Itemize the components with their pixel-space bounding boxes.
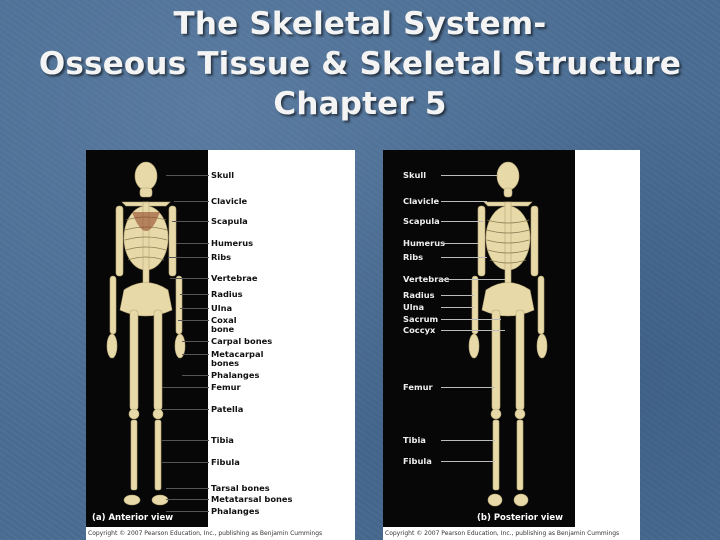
posterior-leader-line: [441, 387, 495, 388]
anterior-leader-line: [168, 257, 209, 258]
anterior-leader-line: [166, 511, 209, 512]
posterior-label-femur: Femur: [403, 383, 433, 392]
posterior-label-ulna: Ulna: [403, 303, 424, 312]
posterior-leader-line: [441, 330, 505, 331]
anterior-leader-line: [182, 354, 209, 355]
posterior-skeleton-illustration: [383, 150, 575, 527]
anterior-label-skull: Skull: [211, 171, 234, 180]
posterior-label-skull: Skull: [403, 171, 426, 180]
anterior-label-fibula: Fibula: [211, 458, 240, 467]
anterior-leader-line: [182, 341, 209, 342]
posterior-leader-line: [441, 221, 483, 222]
posterior-label-fibula: Fibula: [403, 457, 432, 466]
anterior-skeleton-photo: [86, 150, 208, 527]
anterior-leader-line: [162, 387, 209, 388]
posterior-leader-line: [441, 307, 474, 308]
anterior-label-scapula: Scapula: [211, 217, 248, 226]
anterior-label-ribs: Ribs: [211, 253, 231, 262]
posterior-leader-line: [441, 295, 474, 296]
anterior-leader-line: [162, 440, 209, 441]
anterior-leader-line: [162, 409, 209, 410]
anterior-leader-line: [180, 308, 209, 309]
anterior-label-phalanges: Phalanges: [211, 507, 259, 516]
posterior-leader-line: [441, 243, 478, 244]
posterior-label-coccyx: Coccyx: [403, 326, 435, 335]
anterior-label-metacarpal-bones: Metacarpal bones: [211, 350, 263, 368]
posterior-leader-line: [441, 257, 487, 258]
anterior-leader-line: [176, 243, 209, 244]
posterior-label-sacrum: Sacrum: [403, 315, 438, 324]
posterior-skeleton-photo: [383, 150, 575, 527]
title-line-2: Osseous Tissue & Skeletal Structure: [0, 44, 720, 84]
anterior-label-clavicle: Clavicle: [211, 197, 247, 206]
posterior-leader-line: [441, 319, 501, 320]
slide-title: The Skeletal System- Osseous Tissue & Sk…: [0, 4, 720, 124]
anterior-leader-line: [166, 499, 209, 500]
posterior-label-scapula: Scapula: [403, 217, 440, 226]
anterior-leader-line: [180, 294, 209, 295]
anterior-view-caption: (a) Anterior view: [92, 513, 173, 523]
anterior-leader-line: [166, 488, 209, 489]
anterior-copyright: Copyright © 2007 Pearson Education, Inc.…: [88, 530, 322, 537]
posterior-leader-line: [441, 461, 495, 462]
anterior-leader-line: [174, 201, 209, 202]
posterior-label-radius: Radius: [403, 291, 435, 300]
anterior-skeleton-illustration: [86, 150, 208, 527]
anterior-label-patella: Patella: [211, 405, 243, 414]
posterior-leader-line: [441, 279, 505, 280]
anterior-label-humerus: Humerus: [211, 239, 253, 248]
anterior-leader-line: [182, 375, 209, 376]
anterior-label-tarsal-bones: Tarsal bones: [211, 484, 270, 493]
posterior-label-tibia: Tibia: [403, 436, 426, 445]
anterior-leader-line: [178, 320, 209, 321]
posterior-copyright: Copyright © 2007 Pearson Education, Inc.…: [385, 530, 619, 537]
posterior-leader-line: [441, 175, 497, 176]
posterior-label-humerus: Humerus: [403, 239, 445, 248]
anterior-label-metatarsal-bones: Metatarsal bones: [211, 495, 293, 504]
title-line-1: The Skeletal System-: [0, 4, 720, 44]
anterior-label-coxal-bone: Coxal bone: [211, 316, 237, 334]
anterior-label-ulna: Ulna: [211, 304, 232, 313]
posterior-view-caption: (b) Posterior view: [477, 513, 563, 523]
anterior-label-carpal-bones: Carpal bones: [211, 337, 272, 346]
anterior-label-tibia: Tibia: [211, 436, 234, 445]
posterior-label-ribs: Ribs: [403, 253, 423, 262]
anterior-label-radius: Radius: [211, 290, 243, 299]
posterior-leader-line: [441, 440, 495, 441]
anterior-leader-line: [170, 278, 209, 279]
anterior-leader-line: [166, 175, 209, 176]
posterior-leader-line: [441, 201, 487, 202]
posterior-label-clavicle: Clavicle: [403, 197, 439, 206]
anterior-leader-line: [172, 221, 209, 222]
anterior-label-femur: Femur: [211, 383, 241, 392]
title-line-3: Chapter 5: [0, 84, 720, 124]
anterior-label-vertebrae: Vertebrae: [211, 274, 258, 283]
anterior-leader-line: [162, 462, 209, 463]
anterior-label-phalanges: Phalanges: [211, 371, 259, 380]
